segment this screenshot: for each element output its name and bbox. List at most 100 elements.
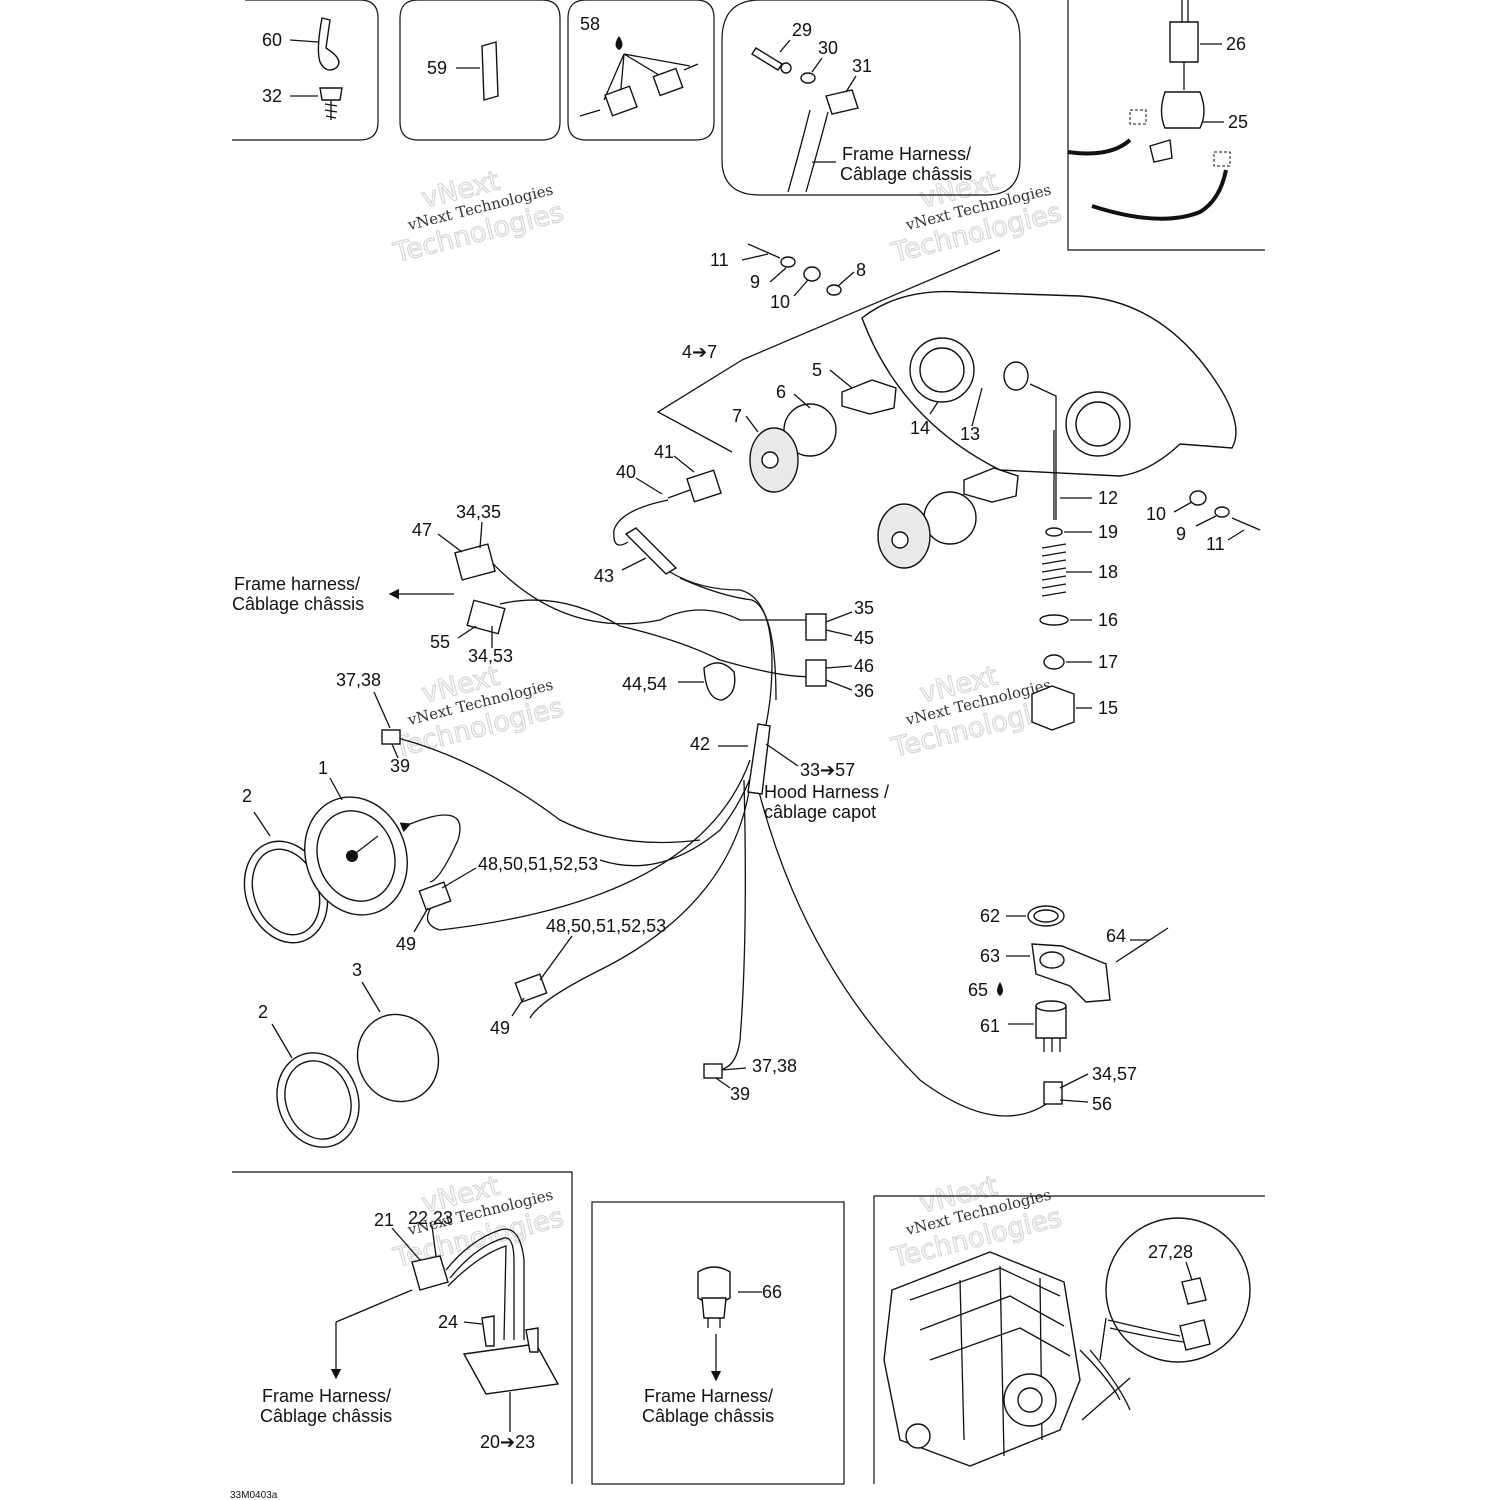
label-59: 59	[427, 58, 447, 78]
connector-icon	[703, 1063, 723, 1079]
screw-head-icon	[319, 87, 343, 101]
grease-drop-icon	[997, 982, 1003, 996]
connector-icon	[1179, 1319, 1211, 1351]
label-8: 8	[856, 260, 866, 280]
label-65: 65	[968, 980, 988, 1000]
detail-circle	[1105, 1217, 1251, 1363]
label-2: 2	[242, 786, 252, 806]
adjuster-knob-icon	[1031, 685, 1075, 731]
cable-tie-icon	[317, 17, 340, 71]
label-66: 66	[762, 1282, 782, 1302]
label-27-28: 27,28	[1148, 1242, 1193, 1262]
label-37-38: 37,38	[336, 670, 381, 690]
label-9: 9	[750, 272, 760, 292]
label-34-57: 34,57	[1092, 1064, 1137, 1084]
label-20-to-23: 20➔23	[480, 1432, 535, 1452]
washer-icon	[800, 72, 816, 84]
label-26: 26	[1226, 34, 1246, 54]
inset-engine: 27,28	[873, 1195, 1265, 1484]
label-42: 42	[690, 734, 710, 754]
caption-frame-harness-left-2: Câblage châssis	[232, 594, 364, 614]
cable-tie-icon	[703, 662, 736, 701]
label-64: 64	[1106, 926, 1126, 946]
label-22-23: 22,23	[408, 1208, 453, 1228]
bulb-socket-icon	[923, 491, 977, 545]
clip-icon	[481, 41, 499, 101]
sensor-body-icon	[1169, 21, 1199, 63]
label-41: 41	[654, 442, 674, 462]
headlight-assembly	[656, 243, 1261, 731]
label-43: 43	[594, 566, 614, 586]
caption-frame-harness-bm-2: Câblage châssis	[642, 1406, 774, 1426]
caption-frame-harness-bl-2: Câblage châssis	[260, 1406, 392, 1426]
label-39: 39	[730, 1084, 750, 1104]
nut-icon	[1043, 654, 1065, 670]
label-21: 21	[374, 1210, 394, 1230]
connector-icon	[1181, 1277, 1207, 1305]
label-49: 49	[396, 934, 416, 954]
label-14: 14	[910, 418, 930, 438]
label-62: 62	[980, 906, 1000, 926]
label-55: 55	[430, 632, 450, 652]
label-61: 61	[980, 1016, 1000, 1036]
label-48-53: 48,50,51,52,53	[478, 854, 598, 874]
label-3: 3	[352, 960, 362, 980]
grease-drop-icon	[615, 36, 623, 50]
label-10: 10	[770, 292, 790, 312]
label-36: 36	[854, 681, 874, 701]
caption-frame-harness-top-1: Frame Harness/	[842, 144, 971, 164]
label-15: 15	[1098, 698, 1118, 718]
label-12: 12	[1098, 488, 1118, 508]
label-1: 1	[318, 758, 328, 778]
inset-connectors: 58	[567, 0, 715, 141]
sleeve-icon	[747, 723, 771, 795]
label-40: 40	[616, 462, 636, 482]
regulator-icon	[462, 1343, 560, 1395]
nut-icon	[803, 266, 821, 282]
label-30: 30	[818, 38, 838, 58]
clamp-icon	[825, 89, 859, 115]
label-10: 10	[1146, 504, 1166, 524]
hood-harness: 41 40 43 47 34,35 55 34,53 Frame harness…	[232, 442, 1137, 1117]
label-19: 19	[1098, 522, 1118, 542]
bulb-socket-icon	[418, 881, 452, 911]
switch-group: 62 63 64 65 61	[968, 905, 1169, 1052]
washer-icon	[780, 256, 796, 268]
label-49: 49	[490, 1018, 510, 1038]
connector-icon	[686, 469, 722, 503]
bracket-icon	[1031, 943, 1111, 1003]
caption-frame-harness-bm-1: Frame Harness/	[644, 1386, 773, 1406]
diagram-code: 33M0403a	[230, 1490, 278, 1500]
inset-fasteners: 60 32	[232, 0, 379, 141]
label-35: 35	[854, 598, 874, 618]
label-48-53: 48,50,51,52,53	[546, 916, 666, 936]
bulb-socket-icon	[514, 973, 548, 1003]
label-60: 60	[262, 30, 282, 50]
washer-icon	[826, 284, 842, 296]
bulb-icon	[841, 379, 897, 415]
label-4-to-7: 4➔7	[682, 342, 717, 362]
label-2: 2	[258, 1002, 268, 1022]
caption-frame-harness-left-1: Frame harness/	[234, 574, 360, 594]
label-47: 47	[412, 520, 432, 540]
label-39: 39	[390, 756, 410, 776]
label-16: 16	[1098, 610, 1118, 630]
label-63: 63	[980, 946, 1000, 966]
label-25: 25	[1228, 112, 1248, 132]
label-31: 31	[852, 56, 872, 76]
bolt-icon	[525, 1327, 539, 1353]
inset-sensor: 26 25	[1067, 0, 1265, 251]
label-34-35: 34,35	[456, 502, 501, 522]
label-37-38: 37,38	[752, 1056, 797, 1076]
bolt-icon	[481, 1315, 495, 1347]
label-46: 46	[854, 656, 874, 676]
headlight-housing	[861, 290, 1237, 477]
label-56: 56	[1092, 1094, 1112, 1114]
label-33-to-57: 33➔57	[800, 760, 855, 780]
connector-icon	[805, 659, 827, 687]
nut-icon	[1189, 490, 1207, 506]
sleeve-icon	[624, 527, 678, 575]
label-34-53: 34,53	[468, 646, 513, 666]
connector-icon	[652, 67, 684, 97]
